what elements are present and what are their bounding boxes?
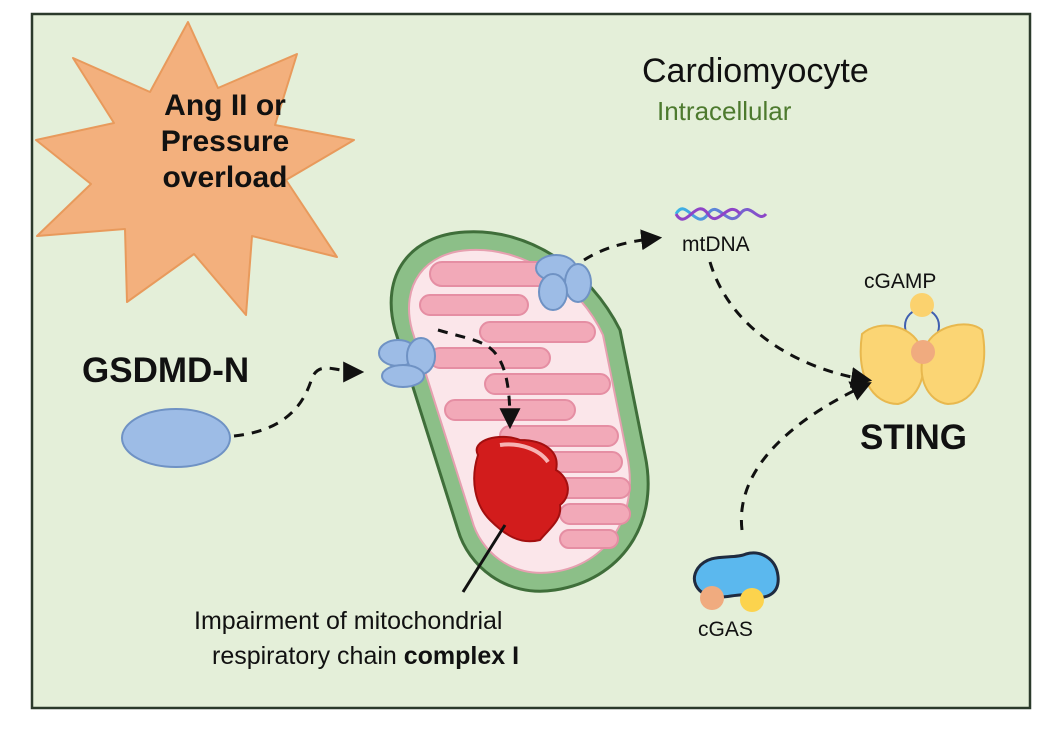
- stimulus-line1: Ang II or: [164, 89, 286, 122]
- gsdmd-label: GSDMD-N: [82, 351, 250, 390]
- impairment-caption-line2: respiratory chain complex I: [212, 642, 519, 671]
- complex-i-damage: [473, 435, 569, 543]
- stimulus-starburst: [35, 21, 355, 316]
- impairment-caption-prefix: respiratory chain: [212, 642, 404, 670]
- impairment-pointer: [461, 524, 507, 593]
- stimulus-line2: Pressure: [160, 125, 290, 158]
- arrow-gsdmd-to-mito: [233, 361, 365, 438]
- gsdmd-pore-2: [535, 254, 592, 311]
- diagram-title: Cardiomyocyte: [642, 52, 869, 90]
- diagram-subtitle: Intracellular: [657, 96, 792, 126]
- gsdmd-monomer: [121, 408, 231, 468]
- arrow-mtdna-to-sting: [708, 261, 873, 388]
- mtdna-label: mtDNA: [682, 233, 750, 256]
- cgas-label: cGAS: [698, 618, 753, 641]
- arrows: [233, 229, 873, 531]
- mtdna-helix: [674, 207, 768, 221]
- arrow-pore-to-mtdna: [583, 229, 663, 262]
- arrow-pore-to-complexi: [437, 328, 521, 430]
- impairment-caption-bold: complex I: [403, 642, 520, 670]
- sting-label: STING: [860, 418, 967, 457]
- arrow-cgas-to-sting: [739, 381, 872, 531]
- cgamp-label: cGAMP: [864, 270, 937, 293]
- gsdmd-pore-1: [378, 337, 436, 388]
- stimulus-line3: overload: [162, 161, 288, 194]
- cgas-enzyme: [693, 551, 780, 612]
- impairment-caption-line1: Impairment of mitochondrial: [194, 607, 503, 635]
